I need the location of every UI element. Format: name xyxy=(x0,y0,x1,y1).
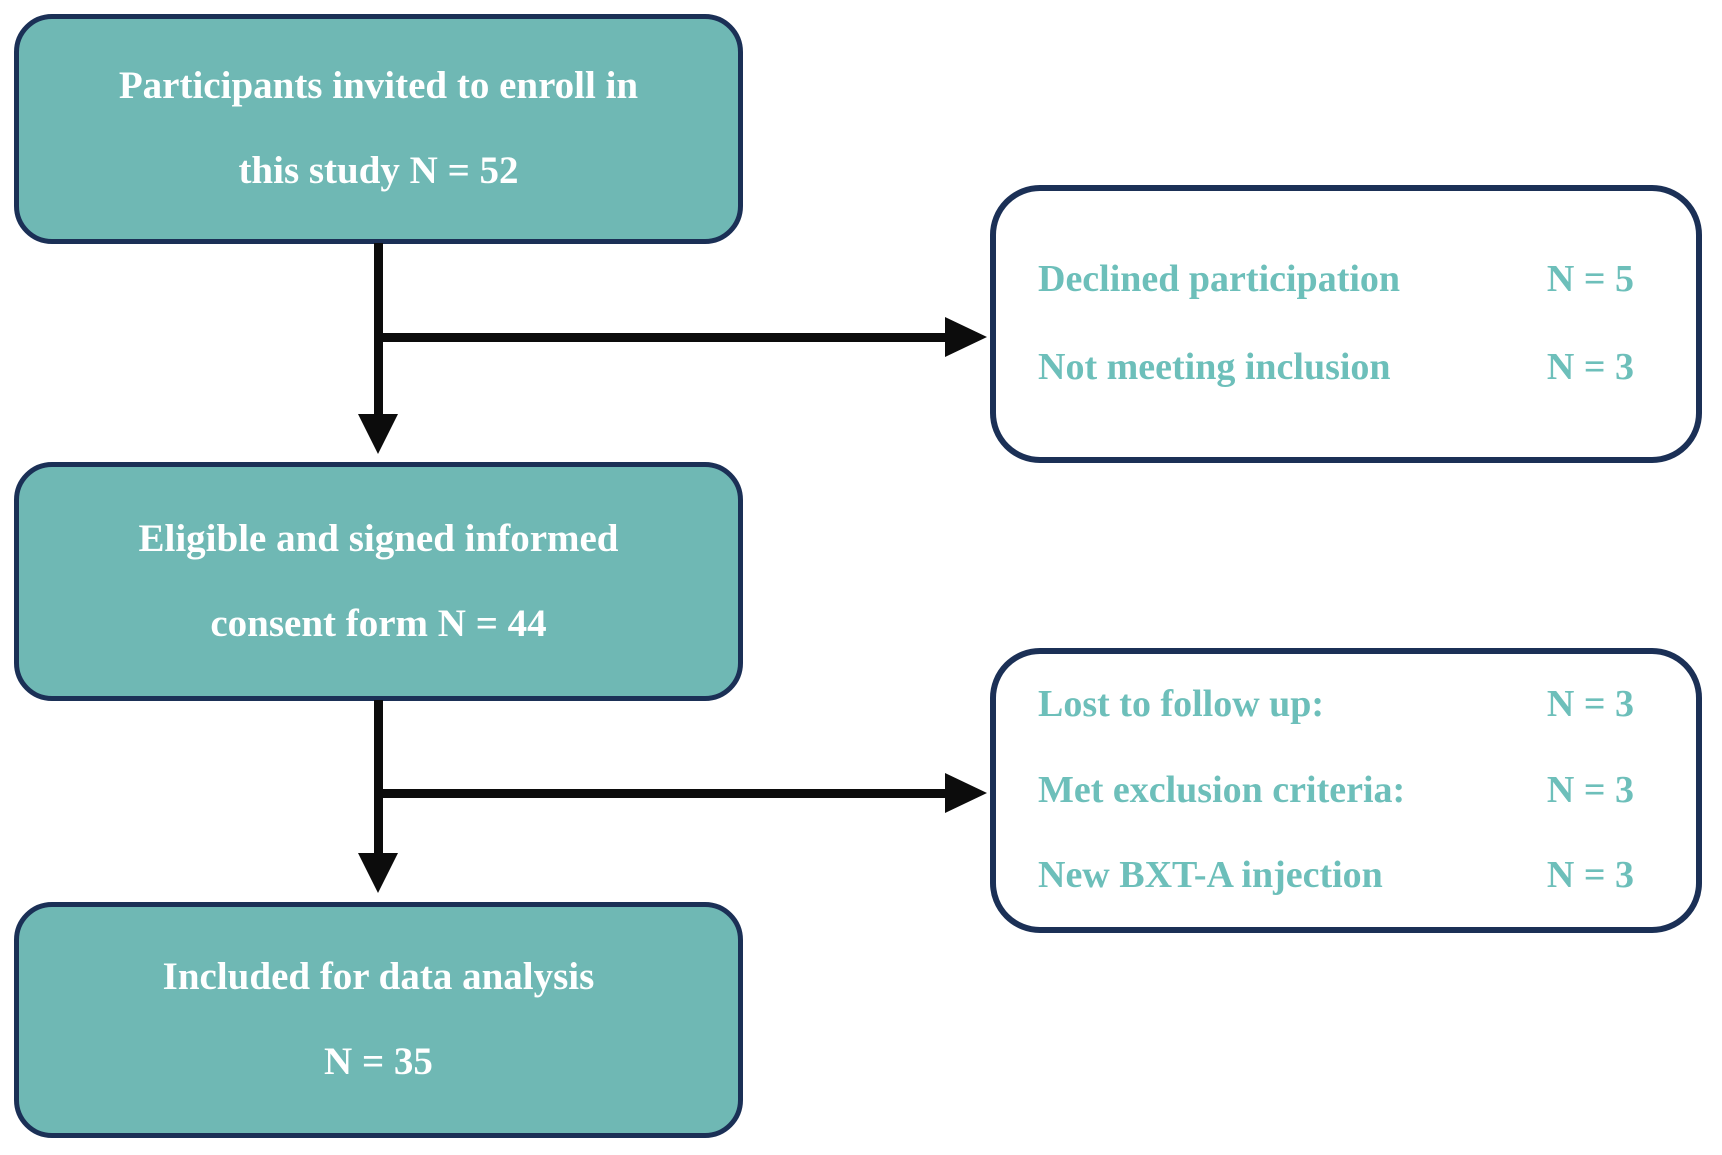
exclusion-label: Not meeting inclusion xyxy=(1038,346,1391,388)
exclusion-row: New BXT-A injection N = 3 xyxy=(1038,854,1634,898)
exclusion-label: Met exclusion criteria: xyxy=(1038,768,1406,811)
flow-box-invited-line-2: this study N = 52 xyxy=(238,149,519,192)
arrow-line-vertical-2 xyxy=(374,700,383,855)
exclusion-row: Met exclusion criteria: N = 3 xyxy=(1038,769,1634,813)
exclusion-count: N = 3 xyxy=(1546,854,1634,897)
exclusion-label: Declined participation xyxy=(1038,258,1401,301)
exclusion-count: N = 5 xyxy=(1546,258,1634,301)
arrowhead-down-icon xyxy=(358,853,398,893)
flow-box-invited: Participants invited to enroll in this s… xyxy=(14,14,743,244)
exclusion-row: Declined participation N = 5 xyxy=(1038,258,1634,302)
flow-box-included-line-2: N = 35 xyxy=(324,1040,433,1083)
arrowhead-down-icon xyxy=(358,414,398,454)
flow-box-included-line-1: Included for data analysis xyxy=(162,955,595,999)
exclusion-box-2: Lost to follow up: N = 3 Met exclusion c… xyxy=(990,648,1702,933)
arrow-line-vertical-1 xyxy=(374,243,383,416)
arrowhead-right-icon xyxy=(945,773,987,813)
exclusion-count: N = 3 xyxy=(1546,682,1634,725)
exclusion-count: N = 3 xyxy=(1546,768,1634,811)
flow-box-eligible-line-2: consent form N = 44 xyxy=(210,601,547,645)
exclusion-row: Lost to follow up: N = 3 xyxy=(1038,683,1634,727)
flow-box-included: Included for data analysis N = 35 xyxy=(14,902,743,1138)
exclusion-label: New BXT-A injection xyxy=(1038,854,1383,897)
flow-box-eligible: Eligible and signed informed consent for… xyxy=(14,462,743,701)
arrow-line-branch-2 xyxy=(374,789,946,798)
arrowhead-right-icon xyxy=(945,317,987,357)
flow-box-eligible-line-1: Eligible and signed informed xyxy=(138,516,619,560)
exclusion-row: Not meeting inclusion N = 3 xyxy=(1038,346,1634,390)
arrow-line-branch-1 xyxy=(374,333,946,342)
exclusion-box-1: Declined participation N = 5 Not meeting… xyxy=(990,185,1702,463)
exclusion-label: Lost to follow up: xyxy=(1038,682,1325,725)
exclusion-count: N = 3 xyxy=(1546,346,1634,388)
flow-box-invited-line-1: Participants invited to enroll in xyxy=(118,64,639,108)
